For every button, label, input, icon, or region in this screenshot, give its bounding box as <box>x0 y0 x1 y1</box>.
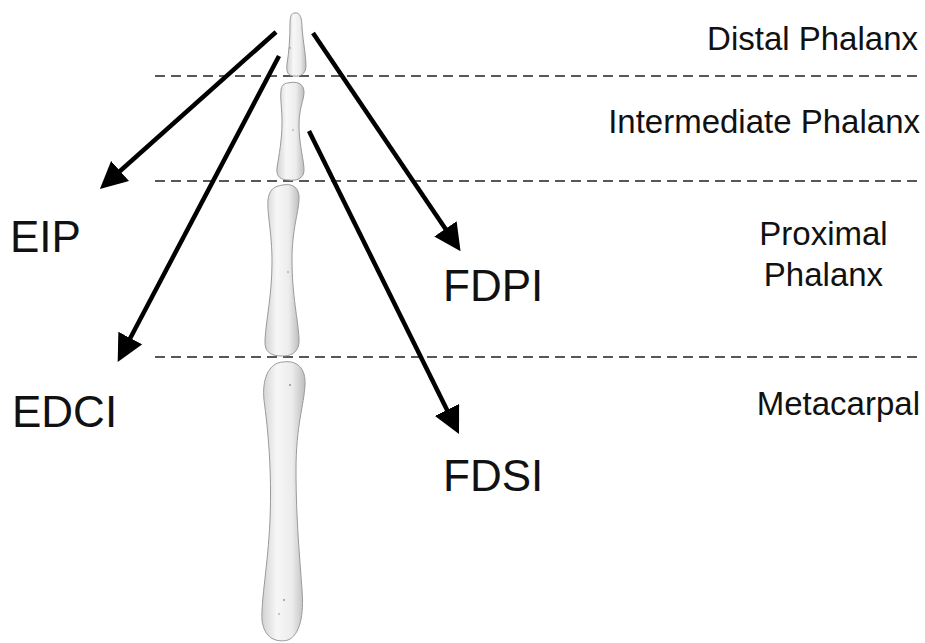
fdpi-arrow <box>313 33 453 240</box>
muscle-label: EDCI <box>12 384 117 439</box>
finger-bones <box>262 13 306 641</box>
proximal-phalanx <box>265 185 299 356</box>
muscle-arrows <box>110 32 453 422</box>
muscle-label: EIP <box>10 209 81 264</box>
edci-arrow <box>124 56 279 350</box>
metacarpal-bone <box>262 362 305 641</box>
bone-section-label: Distal Phalanx <box>707 18 918 59</box>
distal-phalanx <box>287 13 306 76</box>
intermediate-phalanx <box>277 82 304 180</box>
bone-section-label: Metacarpal <box>757 383 920 424</box>
bone-section-label: Intermediate Phalanx <box>608 101 920 142</box>
muscle-label: FDSI <box>443 448 543 503</box>
fdsi-arrow <box>309 131 453 422</box>
muscle-label: FDPI <box>443 258 543 313</box>
bone-speckles <box>278 47 293 615</box>
bone-section-label: Proximal Phalanx <box>726 213 921 296</box>
